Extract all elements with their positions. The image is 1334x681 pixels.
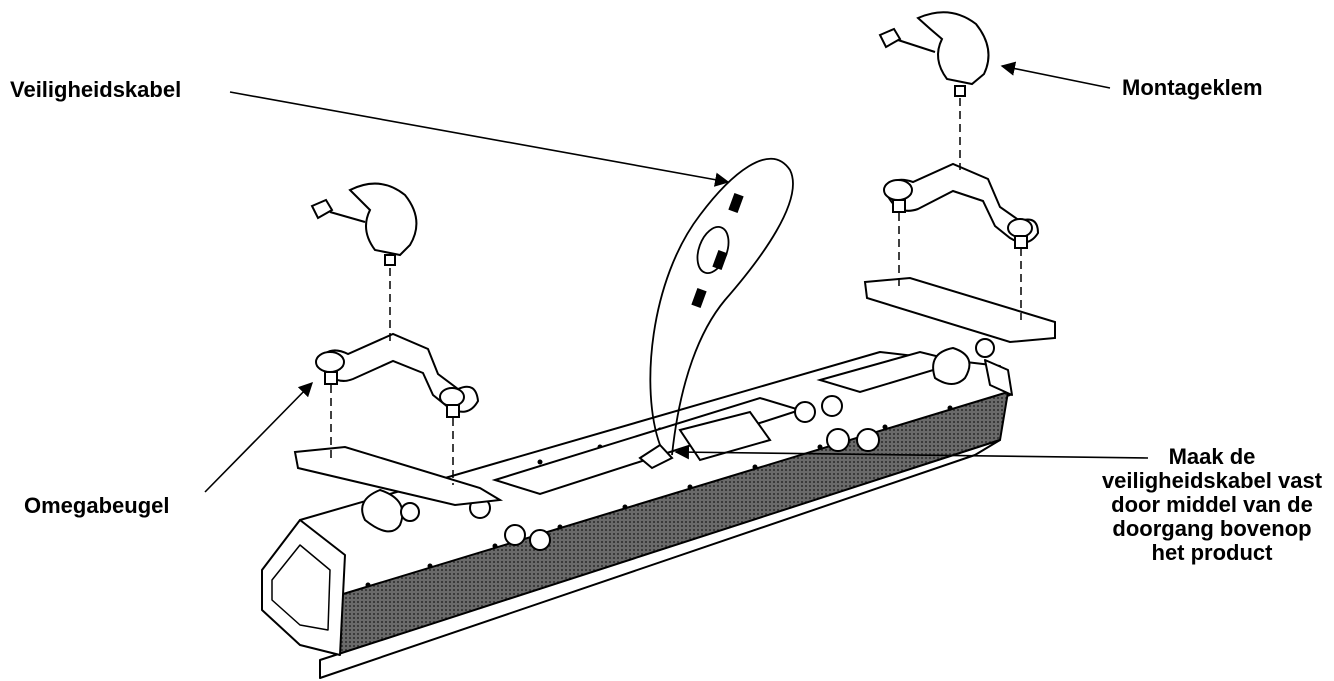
label-omega-bracket: Omegabeugel xyxy=(24,493,170,518)
connectors xyxy=(469,395,880,551)
omega-bracket-left xyxy=(315,332,480,418)
attach-note-line-4: doorgang bovenop xyxy=(1112,516,1312,541)
attach-note-line-3: door middel van de xyxy=(1111,492,1313,517)
alignment-guides xyxy=(330,98,1022,485)
leader-safety-cable xyxy=(229,91,730,187)
leader-omega-bracket xyxy=(204,381,314,493)
top-panel xyxy=(491,350,964,496)
leader-lines xyxy=(204,61,1149,493)
mounting-clamp-right xyxy=(878,11,990,97)
omega-bracket-right-mount xyxy=(863,276,1056,385)
attach-note-line-5: het product xyxy=(1151,540,1273,565)
rivets xyxy=(365,402,953,588)
leader-attach-note xyxy=(674,444,1149,460)
mounting-clamp-left xyxy=(310,182,418,266)
omega-bracket-right xyxy=(883,162,1040,249)
display-window xyxy=(678,410,772,462)
leader-mounting-clamp xyxy=(1000,61,1111,89)
omega-bracket-left-mount xyxy=(293,445,504,533)
label-attach-note: Maak de veiligheidskabel vast door midde… xyxy=(1090,445,1334,565)
safety-cable-passage xyxy=(638,443,674,470)
label-safety-cable: Veiligheidskabel xyxy=(10,77,182,102)
attach-note-line-1: Maak de xyxy=(1168,444,1256,469)
attach-note-line-2: veiligheidskabel vast xyxy=(1101,468,1323,493)
label-mounting-clamp: Montageklem xyxy=(1122,75,1263,100)
safety-cable xyxy=(649,157,794,456)
